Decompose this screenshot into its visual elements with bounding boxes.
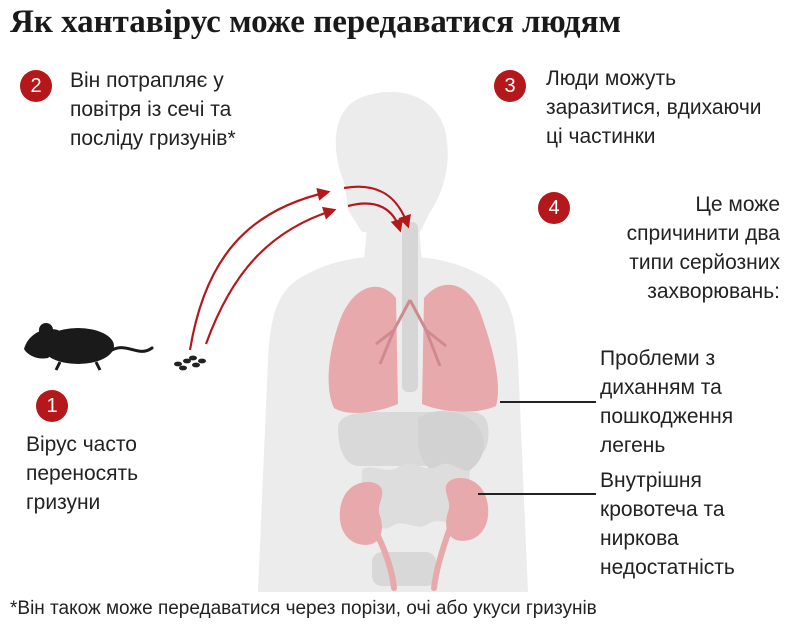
trachea bbox=[402, 222, 418, 392]
pelvis bbox=[372, 552, 436, 586]
step-1-text: Вірус часто переносять гризуни bbox=[26, 433, 139, 514]
lungs bbox=[328, 284, 499, 413]
page-title: Як хантавірус може передаватися людям bbox=[10, 4, 621, 40]
airflow-arrows bbox=[343, 185, 411, 233]
step-2-text: Він потрапляє у повітря із сечі та послі… bbox=[70, 69, 236, 150]
left-lung bbox=[328, 286, 398, 413]
inner-organs bbox=[338, 222, 489, 586]
arrow-icon bbox=[188, 187, 337, 351]
step-1-badge: 1 bbox=[36, 390, 68, 422]
kidneys bbox=[339, 478, 489, 591]
intestines bbox=[360, 463, 470, 529]
droppings-icon bbox=[174, 355, 206, 371]
body-head bbox=[335, 91, 448, 232]
right-lung bbox=[422, 284, 499, 412]
step-2-badge: 2 bbox=[20, 70, 52, 102]
bronchi bbox=[375, 299, 447, 367]
disease-lungs-text: Проблеми з диханням та пошкодження леген… bbox=[600, 347, 734, 457]
ureters bbox=[373, 525, 453, 591]
stomach bbox=[418, 411, 484, 477]
right-kidney bbox=[445, 478, 489, 541]
left-kidney bbox=[339, 482, 383, 545]
step-3-badge: 3 bbox=[494, 70, 526, 102]
step-3-text: Люди можуть заразитися, вдихаючи ці част… bbox=[546, 67, 762, 148]
step-4-badge: 4 bbox=[538, 192, 570, 224]
step-4-text: Це може спричинити два типи серйозних за… bbox=[626, 193, 780, 303]
disease-kidney-text: Внутрішня кровотеча та ниркова недостатн… bbox=[600, 469, 735, 579]
rodent-icon bbox=[24, 323, 154, 371]
footnote: *Він також може передаватися через поріз… bbox=[10, 598, 597, 619]
